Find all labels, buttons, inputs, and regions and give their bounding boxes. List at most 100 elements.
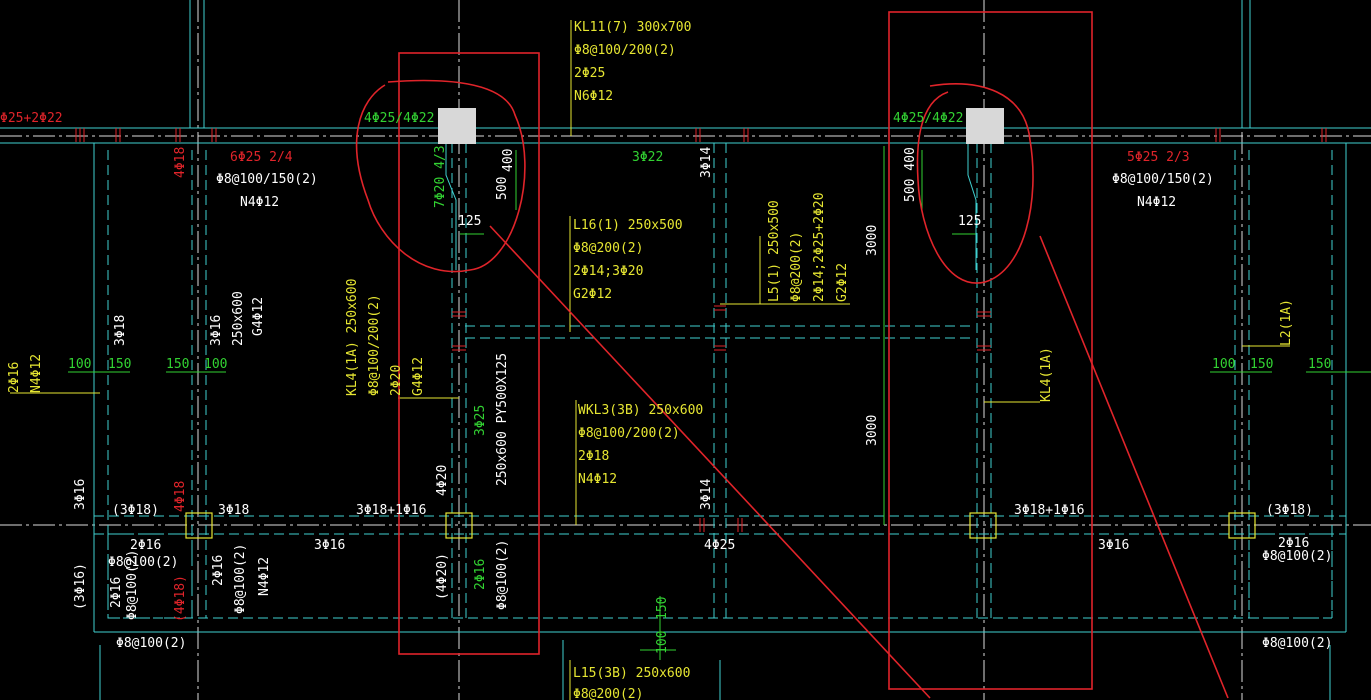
wkl3-bars: 2Φ18 — [578, 449, 609, 464]
n4-left: N4Φ12 — [240, 195, 279, 210]
n4-right: N4Φ12 — [1137, 195, 1176, 210]
l2-right-label: L2(1A) — [1279, 299, 1294, 346]
mid-phi8: Φ8@100(2) — [495, 540, 510, 610]
three-phi18: 3Φ18 — [218, 503, 249, 518]
size-250x600: 250x600 — [231, 291, 246, 346]
dim-3000-bottom: 3000 — [865, 415, 880, 446]
kl4-right-label: KL4(1A) — [1039, 347, 1054, 402]
red-annotations — [355, 11, 1229, 699]
dim-3000-top: 3000 — [865, 225, 880, 256]
seven-phi20: 7Φ20 4/3 — [433, 145, 448, 208]
l16-label: L16(1) 250x500 — [573, 218, 683, 233]
br-phi8: Φ8@100(2) — [1262, 549, 1332, 564]
g4-left: G4Φ12 — [251, 297, 266, 336]
dim-150-bottom: 150 — [655, 597, 670, 620]
kl4-left-label: KL4(1A) 250x600 — [345, 279, 360, 396]
review-circle-right[interactable] — [916, 83, 1034, 284]
kl4-left-stirrup: Φ8@100/200(2) — [367, 294, 382, 396]
column-top-left[interactable] — [438, 108, 476, 144]
review-rect-right[interactable] — [888, 11, 1093, 690]
bl-3phi16-paren: (3Φ16) — [73, 563, 88, 610]
green-text: 4Φ25/4Φ22 4Φ25/4Φ22 3Φ22 7Φ20 4/3 3Φ25 2… — [68, 111, 1331, 654]
three-phi16-c: 3Φ16 — [1098, 538, 1129, 553]
three-phi18-paren-r: (3Φ18) — [1266, 503, 1313, 518]
three-phi14-top: 3Φ14 — [699, 147, 714, 178]
yellow-text: KL11(7) 300x700 Φ8@100/200(2) 2Φ25 N6Φ12… — [7, 20, 1294, 700]
beam-lines-dashed — [94, 143, 1346, 619]
kl11-top-bars: 2Φ25 — [574, 66, 605, 81]
mid-4phi20-paren: (4Φ20) — [435, 553, 450, 600]
column-bottom-2[interactable] — [445, 512, 473, 539]
br-2phi16: 2Φ16 — [1278, 536, 1309, 551]
bl-phi8-c: Φ8@100(2) — [233, 544, 248, 614]
tick-marks — [75, 128, 1327, 532]
three-phi16-a: 3Φ16 — [209, 315, 224, 346]
red-four-phi18-top: 4Φ18 — [173, 147, 188, 178]
red-top-left: Φ25+2Φ22 — [0, 111, 63, 126]
dim-100-a: 100 — [68, 357, 91, 372]
dim-100-c: 100 — [1212, 357, 1235, 372]
bl-phi8: Φ8@100(2) — [108, 555, 178, 570]
bl-2phi16-b: 2Φ16 — [109, 577, 124, 608]
review-circle-left[interactable] — [355, 79, 526, 273]
columns — [185, 108, 1256, 539]
dim-100-bottom: 100 — [655, 631, 670, 654]
wkl3-side: N4Φ12 — [578, 472, 617, 487]
review-line-2 — [1039, 235, 1229, 699]
l15-stirrup: Φ8@200(2) — [573, 687, 643, 700]
l16-bars: 2Φ14;3Φ20 — [573, 264, 643, 279]
three-phi14-bottom: 3Φ14 — [699, 479, 714, 510]
three-phi25: 3Φ25 — [473, 405, 488, 436]
hook-left — [445, 144, 457, 270]
bl-phi8-bottom: Φ8@100(2) — [116, 636, 186, 651]
dim-500-left: 500 — [495, 177, 510, 200]
column-top-right[interactable] — [966, 108, 1004, 144]
left-n4: N4Φ12 — [29, 354, 44, 393]
two-phi16: 2Φ16 — [473, 559, 488, 590]
review-line-1 — [489, 225, 931, 699]
red-text: Φ25+2Φ22 6Φ25 2/4 4Φ18 5Φ25 2/3 4Φ18 (4Φ… — [0, 111, 1190, 622]
l16-side: G2Φ12 — [573, 287, 612, 302]
l5-label: L5(1) 250x500 — [767, 200, 782, 302]
three-phi16-b: 3Φ16 — [314, 538, 345, 553]
three-phi18-left: 3Φ18 — [113, 315, 128, 346]
dim-400-left: 400 — [501, 149, 516, 172]
br-phi8-bottom: Φ8@100(2) — [1262, 636, 1332, 651]
wkl3-label: WKL3(3B) 250x600 — [578, 403, 703, 418]
wkl3-stirrup: Φ8@100/200(2) — [578, 426, 680, 441]
dim-150-a: 150 — [108, 357, 131, 372]
phi8-left: Φ8@100/150(2) — [216, 172, 318, 187]
bl-2phi16-c: 2Φ16 — [211, 555, 226, 586]
column-bottom-1[interactable] — [185, 512, 213, 539]
dim-500-400-right: 500 400 — [903, 147, 918, 202]
dim-150-b: 150 — [166, 357, 189, 372]
column-bottom-3[interactable] — [969, 512, 997, 539]
l5-side: G2Φ12 — [835, 263, 850, 302]
column-bottom-4[interactable] — [1228, 512, 1256, 539]
three-phi18-1phi16-r: 3Φ18+1Φ16 — [1014, 503, 1084, 518]
box-bl — [107, 533, 193, 619]
col-tl-bars: 4Φ25/4Φ22 — [364, 111, 434, 126]
dim-125-right: 125 — [958, 214, 981, 229]
red-four-phi18-bottom: (4Φ18) — [173, 575, 188, 622]
small-boxes — [107, 533, 1333, 619]
review-rect-left[interactable] — [398, 52, 540, 655]
green-dims — [68, 146, 1371, 660]
white-text: Φ8@100/150(2) N4Φ12 Φ8@100/150(2) N4Φ12 … — [73, 147, 1332, 651]
rebar-hooks — [445, 144, 977, 270]
three-phi18-1phi16-l: 3Φ18+1Φ16 — [356, 503, 426, 518]
red-four-phi18-mid: 4Φ18 — [173, 481, 188, 512]
three-phi18-paren: (3Φ18) — [112, 503, 159, 518]
dim-125-left: 125 — [458, 214, 481, 229]
l5-stirrup: Φ8@200(2) — [789, 232, 804, 302]
three-phi16-vert: 3Φ16 — [73, 479, 88, 510]
bl-2phi16: 2Φ16 — [130, 538, 161, 553]
dim-100-b: 100 — [204, 357, 227, 372]
kl11-side-bars: N6Φ12 — [574, 89, 613, 104]
l16-stirrup: Φ8@200(2) — [573, 241, 643, 256]
bl-n4: N4Φ12 — [257, 557, 272, 596]
col-tr-bars: 4Φ25/4Φ22 — [893, 111, 963, 126]
kl4-left-side: G4Φ12 — [411, 357, 426, 396]
four-phi25: 4Φ25 — [704, 538, 735, 553]
